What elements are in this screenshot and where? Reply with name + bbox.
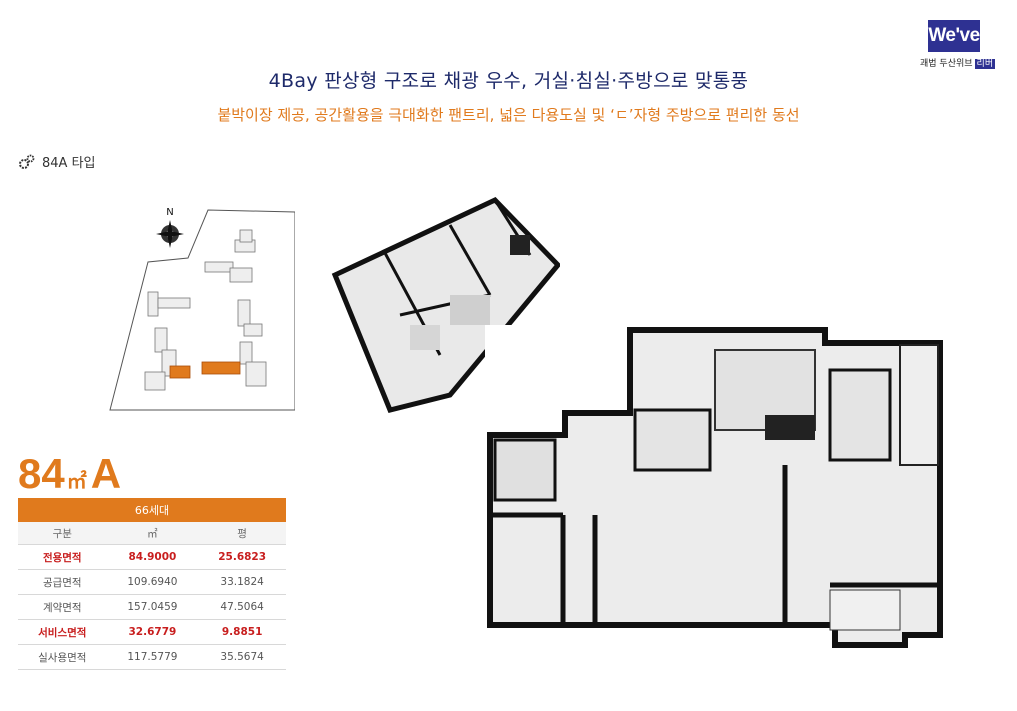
- row-py: 9.8851: [198, 619, 286, 645]
- title-number: 84: [18, 450, 65, 497]
- title-letter: A: [90, 450, 122, 497]
- area-table: 66세대 구분 ㎡ 평 전용면적 84.9000 25.6823 공급면적 10…: [18, 498, 286, 670]
- type-label-text: 84A 타입: [42, 156, 96, 171]
- row-m2: 109.6940: [106, 569, 199, 595]
- households-header: 66세대: [18, 498, 286, 522]
- row-py: 47.5064: [198, 594, 286, 620]
- table-row: 전용면적 84.9000 25.6823: [18, 544, 286, 570]
- table-row: 실사용면적 117.5779 35.5674: [18, 644, 286, 670]
- type-label: 84A 타입: [18, 152, 96, 171]
- logo-tag: 리버: [974, 59, 996, 69]
- row-label: 실사용면적: [18, 644, 107, 670]
- headline: 4Bay 판상형 구조로 채광 우수, 거실·침실·주방으로 맞통풍: [268, 70, 749, 92]
- row-py: 35.5674: [198, 644, 286, 670]
- site-plan: N: [109, 207, 295, 411]
- subline: 붙박이장 제공, 공간활용을 극대화한 팬트리, 넓은 다용도실 및 ‘ㄷ’자형…: [217, 106, 800, 124]
- compass-label: N: [166, 207, 173, 218]
- row-label: 공급면적: [18, 569, 107, 595]
- row-m2: 157.0459: [106, 594, 199, 620]
- col-header: ㎡: [106, 522, 199, 545]
- col-header: 구분: [18, 522, 107, 545]
- row-m2: 84.9000: [106, 544, 199, 570]
- logo-sub-text: 괘법 두산위브: [920, 59, 973, 69]
- table-row: 서비스면적 32.6779 9.8851: [18, 619, 286, 645]
- compass-icon: [156, 220, 184, 248]
- row-label: 계약면적: [18, 594, 107, 620]
- table-row: 공급면적 109.6940 33.1824: [18, 569, 286, 595]
- table-row: 계약면적 157.0459 47.5064: [18, 594, 286, 620]
- col-header: 평: [198, 522, 286, 545]
- row-label: 서비스면적: [18, 619, 107, 645]
- row-m2: 32.6779: [106, 619, 199, 645]
- row-py: 33.1824: [198, 569, 286, 595]
- row-py: 25.6823: [198, 544, 286, 570]
- title-unit: ㎡: [66, 471, 87, 493]
- gear-icon: [19, 154, 35, 169]
- row-m2: 117.5779: [106, 644, 199, 670]
- floor-plan: [485, 325, 995, 655]
- row-label: 전용면적: [18, 544, 107, 570]
- logo-mark: We've: [928, 20, 980, 52]
